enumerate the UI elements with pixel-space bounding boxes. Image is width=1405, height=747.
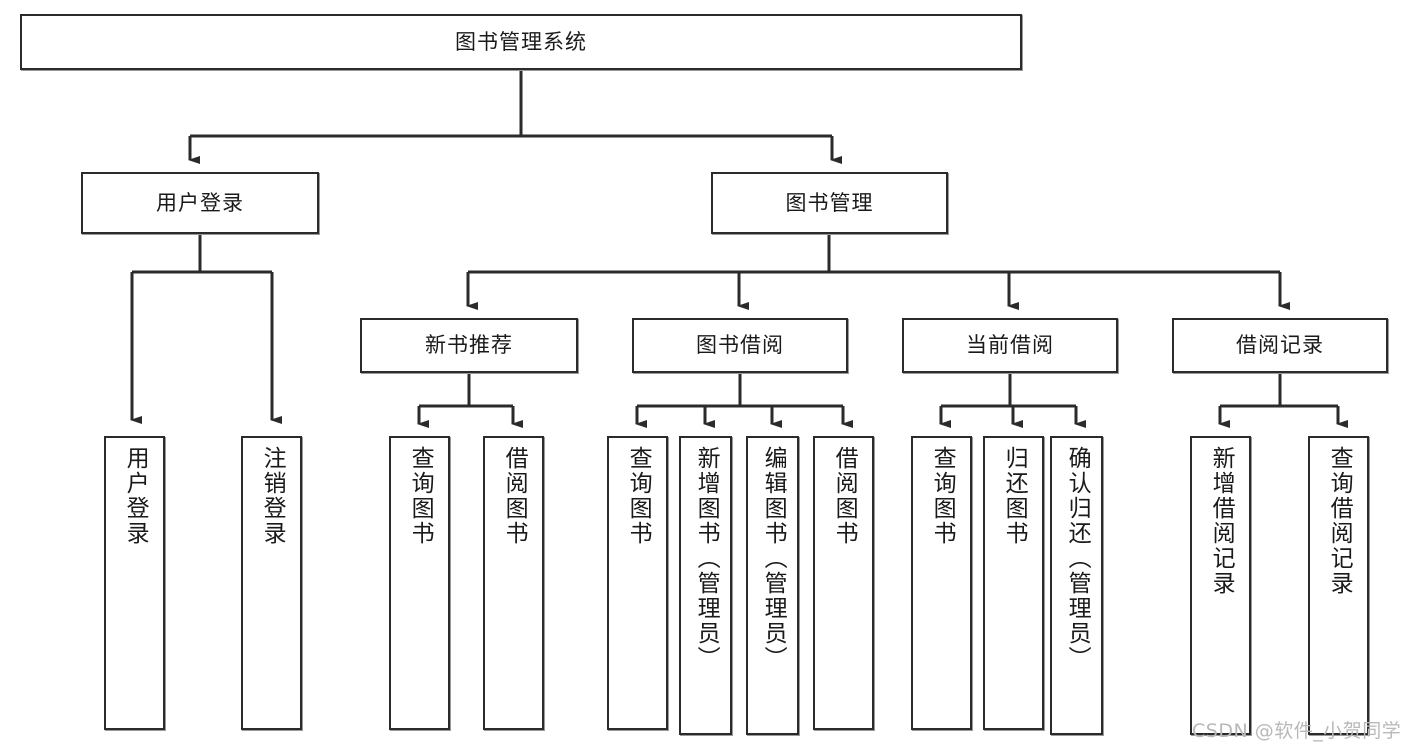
csdn-watermark: CSDN @软件_小贺同学 xyxy=(1192,720,1402,742)
node-current-borrow-label: 当前借阅 xyxy=(966,333,1054,358)
leaf-query-book-recommend[interactable]: 查询图书 xyxy=(389,436,450,730)
node-user-login-label: 用户登录 xyxy=(156,190,244,215)
leaf-query-borrow-record-label: 查询借阅记录 xyxy=(1326,446,1353,596)
leaf-borrow-book-recommend[interactable]: 借阅图书 xyxy=(483,436,544,730)
node-book-borrow[interactable]: 图书借阅 xyxy=(632,318,848,373)
leaf-borrow-book-label: 借阅图书 xyxy=(831,446,858,546)
leaf-add-book-admin[interactable]: 新增图书（管理员） xyxy=(679,436,732,735)
node-book-management[interactable]: 图书管理 xyxy=(711,172,948,234)
node-new-book-recommend[interactable]: 新书推荐 xyxy=(360,318,578,373)
node-current-borrow[interactable]: 当前借阅 xyxy=(902,318,1118,373)
node-book-management-label: 图书管理 xyxy=(785,190,874,215)
node-borrow-record-label: 借阅记录 xyxy=(1236,333,1324,358)
leaf-return-book-label: 归还图书 xyxy=(1001,446,1028,546)
node-book-borrow-label: 图书借阅 xyxy=(696,333,784,358)
node-borrow-record[interactable]: 借阅记录 xyxy=(1172,318,1388,373)
node-user-login[interactable]: 用户登录 xyxy=(81,172,319,234)
node-new-book-recommend-label: 新书推荐 xyxy=(425,333,513,358)
leaf-logout[interactable]: 注销登录 xyxy=(241,436,302,730)
leaf-edit-book-admin-label: 编辑图书（管理员） xyxy=(760,446,787,671)
leaf-user-login-label: 用户登录 xyxy=(122,446,149,546)
node-root[interactable]: 图书管理系统 xyxy=(20,14,1022,70)
leaf-query-book-recommend-label: 查询图书 xyxy=(407,446,434,546)
leaf-confirm-return-admin-label: 确认归还（管理员） xyxy=(1064,446,1091,671)
leaf-user-login[interactable]: 用户登录 xyxy=(104,436,165,730)
leaf-add-book-admin-label: 新增图书（管理员） xyxy=(693,446,720,671)
leaf-add-borrow-record[interactable]: 新增借阅记录 xyxy=(1190,436,1251,735)
leaf-edit-book-admin[interactable]: 编辑图书（管理员） xyxy=(746,436,799,735)
leaf-add-borrow-record-label: 新增借阅记录 xyxy=(1208,446,1235,596)
leaf-query-book-current[interactable]: 查询图书 xyxy=(911,436,972,730)
leaf-query-book-borrow-label: 查询图书 xyxy=(625,446,652,546)
node-root-label: 图书管理系统 xyxy=(455,29,587,54)
leaf-query-book-current-label: 查询图书 xyxy=(929,446,956,546)
leaf-borrow-book-recommend-label: 借阅图书 xyxy=(501,446,528,546)
leaf-borrow-book[interactable]: 借阅图书 xyxy=(813,436,874,730)
leaf-query-borrow-record[interactable]: 查询借阅记录 xyxy=(1308,436,1369,735)
leaf-query-book-borrow[interactable]: 查询图书 xyxy=(607,436,668,730)
leaf-return-book[interactable]: 归还图书 xyxy=(983,436,1044,730)
leaf-confirm-return-admin[interactable]: 确认归还（管理员） xyxy=(1050,436,1103,735)
leaf-logout-label: 注销登录 xyxy=(259,446,286,546)
